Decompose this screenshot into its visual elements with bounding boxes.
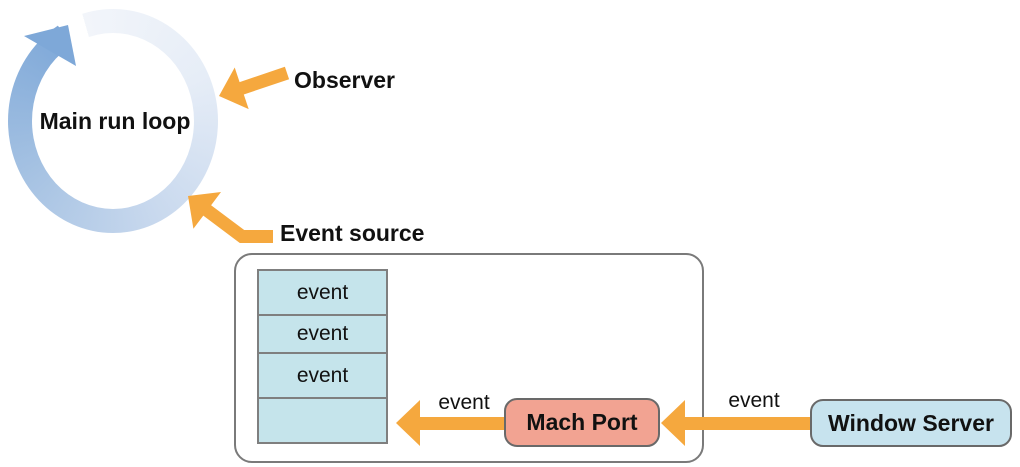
event-queue-stack: event event event <box>257 269 388 444</box>
window-server-box: Window Server <box>810 399 1012 447</box>
event-queue-row: event <box>259 354 386 399</box>
event-label-mach-to-queue: event <box>438 391 490 414</box>
event-queue-row: event <box>259 271 386 316</box>
observer-arrow-icon <box>219 66 290 110</box>
observer-label: Observer <box>294 67 396 93</box>
event-label-window-to-mach: event <box>728 389 780 412</box>
main-run-loop-label: Main run loop <box>39 107 191 134</box>
event-queue-row: event <box>259 316 386 354</box>
mach-port-box: Mach Port <box>504 398 660 447</box>
event-queue-container <box>234 253 704 463</box>
event-source-label: Event source <box>280 220 425 246</box>
event-queue-row-empty <box>259 399 386 442</box>
